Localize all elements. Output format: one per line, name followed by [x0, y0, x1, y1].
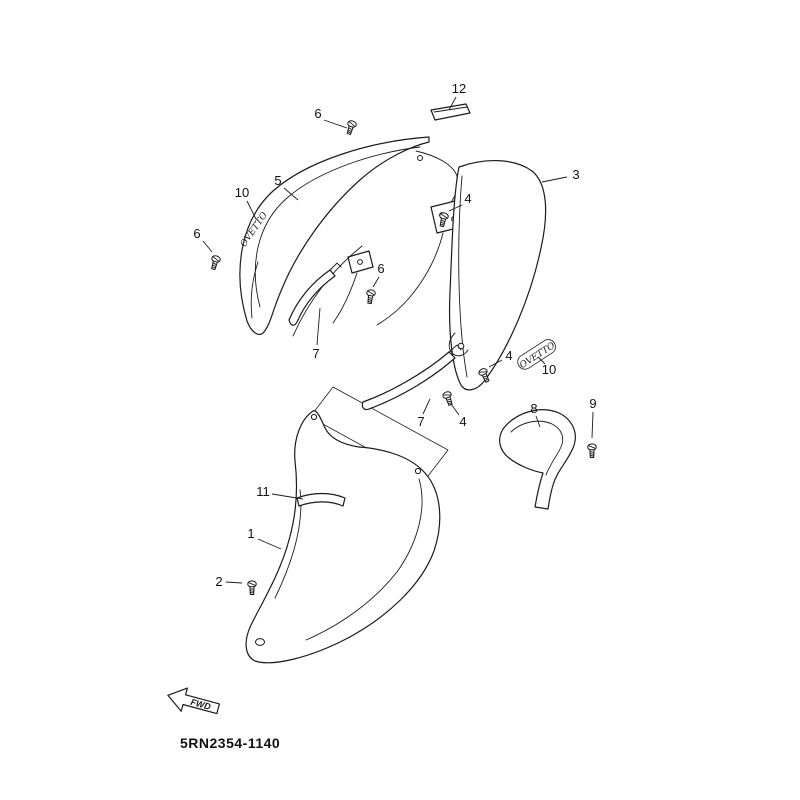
- leader-line: [323, 119, 348, 129]
- part-12-strip: [430, 103, 471, 121]
- callout-4: 4: [505, 348, 512, 363]
- callout-6: 6: [193, 226, 200, 241]
- leader-line: [541, 176, 568, 183]
- part-5-inner-edge: [254, 146, 421, 308]
- screw-icon: [364, 288, 377, 305]
- callout-7: 7: [312, 346, 319, 361]
- callout-6: 6: [377, 261, 384, 276]
- part-3-inner-edge: [458, 175, 468, 378]
- leader-line: [448, 204, 463, 212]
- leader-line: [537, 356, 546, 365]
- leader-line: [257, 538, 282, 550]
- leader-line: [283, 187, 299, 201]
- part-1-right-hole: [414, 467, 422, 475]
- leader-line: [372, 276, 380, 288]
- part-1-outline: [245, 410, 441, 664]
- part-1-inner-contour-right: [305, 478, 423, 641]
- part-12-inner-line: [433, 106, 468, 113]
- callout-10: 10: [542, 362, 556, 377]
- callout-7: 7: [417, 414, 424, 429]
- part-1-bottom-hole: [255, 638, 265, 646]
- callout-4: 4: [464, 191, 471, 206]
- leader-line: [535, 415, 541, 428]
- part-5-tip-edge: [250, 261, 259, 319]
- leader-line: [316, 307, 321, 346]
- part-7-lower-hook: [448, 344, 462, 353]
- callout-6: 6: [314, 106, 321, 121]
- part-7-molding-upper: [288, 262, 342, 326]
- part-8-bracket: [499, 409, 576, 510]
- leader-line: [246, 200, 257, 220]
- part-1-lower-cover: [245, 410, 441, 664]
- part-1-top-hole: [310, 413, 318, 421]
- callout-12: 12: [452, 81, 466, 96]
- part-5-side-cover-left: [239, 136, 430, 335]
- emblem-lower-outline: [517, 339, 556, 370]
- part-3-tab: [448, 332, 469, 357]
- leader-line: [271, 493, 304, 500]
- callout-10: 10: [235, 185, 249, 200]
- part-8-inner-line: [510, 420, 564, 476]
- part-7-upper-hook: [329, 262, 342, 271]
- callout-3: 3: [572, 167, 579, 182]
- frame-wire-lower: [376, 232, 444, 326]
- screw-icon: [587, 443, 597, 458]
- leader-line: [422, 398, 431, 415]
- fwd-arrow-icon: FWD: [167, 687, 221, 715]
- fwd-arrow-outline: [167, 687, 221, 715]
- leader-line: [448, 96, 457, 111]
- part-number-label: 5RN2354-1140: [180, 735, 280, 751]
- leader-line: [591, 411, 594, 439]
- callout-9: 9: [589, 396, 596, 411]
- frame-wire-left: [332, 272, 358, 324]
- part-5-mount-hole: [417, 155, 423, 161]
- part-5-outline: [239, 136, 430, 335]
- part-8-outline: [499, 409, 576, 510]
- part-7-lower-outline: [361, 351, 456, 411]
- leader-line: [225, 581, 243, 584]
- callout-labels: 6 12 10 5 3 4 6 6 7 4 10 7 4 8 9 11 1 2: [193, 81, 596, 589]
- leader-lines: [202, 96, 594, 584]
- callout-2: 2: [215, 574, 222, 589]
- leader-line: [202, 240, 213, 253]
- leader-line: [450, 403, 460, 416]
- bolt-icon: [247, 580, 257, 595]
- bracket-hole: [357, 259, 363, 265]
- callout-8: 8: [530, 401, 537, 416]
- callout-11: 11: [256, 484, 270, 499]
- screw-icon: [441, 390, 456, 407]
- part-7-upper-outline: [288, 269, 336, 326]
- callout-1: 1: [247, 526, 254, 541]
- callout-4: 4: [459, 414, 466, 429]
- part-7-molding-lower: [361, 344, 462, 411]
- callout-5: 5: [274, 173, 281, 188]
- part-11-trim-strip: [296, 492, 346, 507]
- screw-icon: [208, 254, 222, 271]
- leader-line: [488, 359, 503, 368]
